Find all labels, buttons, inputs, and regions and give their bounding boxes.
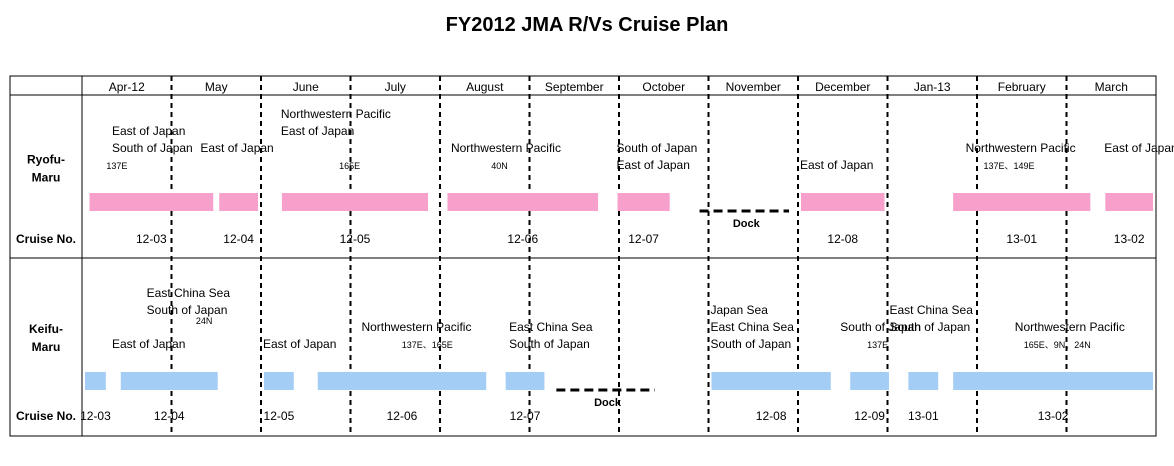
cruise-bar [120, 372, 218, 390]
cruise-bar [85, 372, 106, 390]
cruise-id: 12-08 [756, 409, 787, 423]
area-label: East of Japan [1104, 141, 1174, 155]
cruise-bar [953, 372, 1153, 390]
cruise-id: 12-03 [80, 409, 111, 423]
area-label: East of Japan [200, 141, 273, 155]
cruise-id: 12-03 [136, 232, 167, 246]
area-note: 137E、149E [983, 161, 1034, 171]
month-header: October [642, 80, 685, 94]
area-label: South of Japan [711, 337, 792, 351]
cruise-id: 12-06 [387, 409, 418, 423]
month-header: August [466, 80, 504, 94]
area-note: 40N [491, 161, 508, 171]
month-header: February [998, 80, 1046, 94]
cruise-id: 12-07 [628, 232, 659, 246]
month-header: Jan-13 [914, 80, 951, 94]
cruise-bar [1105, 193, 1153, 211]
cruise-bar [850, 372, 889, 390]
month-header: November [726, 80, 781, 94]
month-header: June [293, 80, 319, 94]
chart-title: FY2012 JMA R/Vs Cruise Plan [445, 14, 729, 36]
area-label: Northwestern Pacific [451, 141, 561, 155]
area-label: Northwestern Pacific [361, 320, 471, 334]
cruise-bar [317, 372, 487, 390]
area-label: South of Japan [617, 141, 698, 155]
area-label: East China Sea [711, 320, 795, 334]
month-header: September [545, 80, 604, 94]
area-note: 137E [106, 161, 127, 171]
month-header: Apr-12 [109, 80, 145, 94]
cruise-id: 12-05 [264, 409, 295, 423]
cruise-bar [617, 193, 670, 211]
cruise-id: 12-08 [827, 232, 858, 246]
cruise-bar [281, 193, 429, 211]
month-header: July [385, 80, 406, 94]
cruise-bar [801, 193, 885, 211]
cruise-bar [908, 372, 939, 390]
area-label: South of Japan [890, 320, 971, 334]
area-label: East of Japan [112, 124, 185, 138]
cruise-id: 13-01 [1006, 232, 1037, 246]
area-label: East of Japan [112, 337, 185, 351]
area-label: East of Japan [800, 158, 873, 172]
cruise-bar [89, 193, 214, 211]
area-label: East of Japan [263, 337, 336, 351]
vessel-name: Ryofu- [27, 152, 65, 166]
area-label: East of Japan [281, 124, 354, 138]
vessel-name: Maru [32, 170, 61, 184]
month-header: December [815, 80, 870, 94]
cruise-id: 12-04 [223, 232, 254, 246]
cruise-no-label: Cruise No. [16, 409, 76, 423]
dock-label: Dock [733, 218, 761, 230]
area-label: East China Sea [890, 303, 974, 317]
cruise-id: 13-02 [1114, 232, 1145, 246]
cruise-bar [711, 372, 831, 390]
cruise-id: 12-07 [510, 409, 541, 423]
cruise-id: 13-01 [908, 409, 939, 423]
vessel-name: Keifu- [29, 322, 63, 336]
area-note: 24N [196, 316, 213, 326]
month-header: May [205, 80, 228, 94]
dock-label: Dock [594, 397, 622, 409]
area-label: East China Sea [509, 320, 593, 334]
cruise-bar [505, 372, 545, 390]
area-note: 137E、165E [402, 340, 453, 350]
area-label: South of Japan [112, 141, 193, 155]
area-label: South of Japan [509, 337, 590, 351]
vessel-name: Maru [32, 340, 61, 354]
area-label: South of Japan [147, 303, 228, 317]
cruise-id: 12-04 [154, 409, 185, 423]
area-note: 165E [339, 161, 360, 171]
area-label: Northwestern Pacific [281, 107, 391, 121]
area-note: 165E、9N、24N [1024, 340, 1091, 350]
cruise-bar [264, 372, 294, 390]
cruise-id: 12-09 [854, 409, 885, 423]
area-label: Japan Sea [711, 303, 769, 317]
chart-frame [9, 75, 1157, 437]
cruise-id: 12-06 [507, 232, 538, 246]
area-label: Northwestern Pacific [1015, 320, 1125, 334]
cruise-bar [953, 193, 1091, 211]
cruise-no-label: Cruise No. [16, 232, 76, 246]
cruise-bar [447, 193, 599, 211]
area-note: 137E [867, 340, 888, 350]
area-label: Northwestern Pacific [966, 141, 1076, 155]
cruise-bar [219, 193, 258, 211]
month-header: March [1095, 80, 1128, 94]
cruise-id: 13-02 [1038, 409, 1069, 423]
cruise-id: 12-05 [340, 232, 371, 246]
area-label: East of Japan [617, 158, 690, 172]
area-label: South of Japan [840, 320, 921, 334]
area-label: East China Sea [147, 286, 231, 300]
